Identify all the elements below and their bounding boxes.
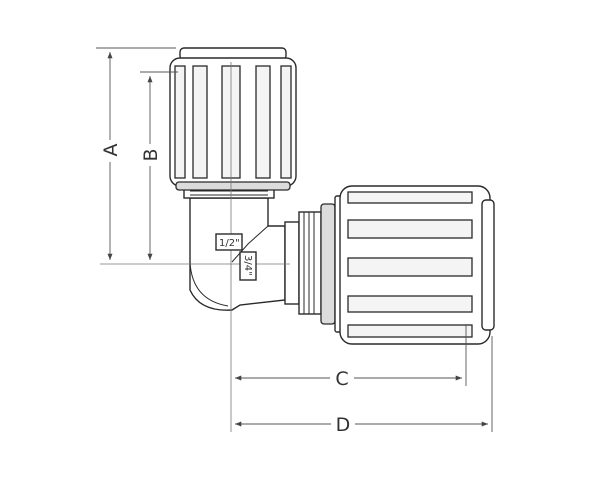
vertical-port-size-label: 1/2": [219, 238, 240, 249]
side-nut-grip-rib: [347, 191, 473, 204]
side-nut-grip-rib: [347, 324, 473, 338]
dimension-a-label: A: [100, 144, 122, 157]
side-nut-grip-rib: [347, 295, 473, 313]
side-nut-grip-rib: [347, 219, 473, 239]
side-compression-nut: [339, 185, 495, 345]
horizontal-port-size-label: 3/4": [242, 255, 253, 276]
top-nut-grip-rib: [280, 65, 292, 179]
dimension-b-label: B: [140, 148, 162, 161]
port-size-labels: 1/2" 3/4": [215, 233, 257, 281]
elbow-body: [189, 197, 286, 311]
top-nut-grip-rib: [192, 65, 208, 179]
dimension-d-label: D: [336, 414, 351, 436]
top-nut-grip-rib: [255, 65, 271, 179]
dimension-c-label: C: [335, 368, 348, 390]
side-thread-collar: [284, 195, 346, 333]
top-compression-nut: [169, 47, 297, 191]
side-nut-grip-rib: [347, 257, 473, 277]
dimension-a: A: [96, 47, 176, 260]
top-nut-grip-rib: [174, 65, 186, 179]
dimension-b: B: [140, 71, 178, 260]
dimension-c: C: [235, 324, 467, 390]
dimension-d: D: [235, 336, 493, 436]
